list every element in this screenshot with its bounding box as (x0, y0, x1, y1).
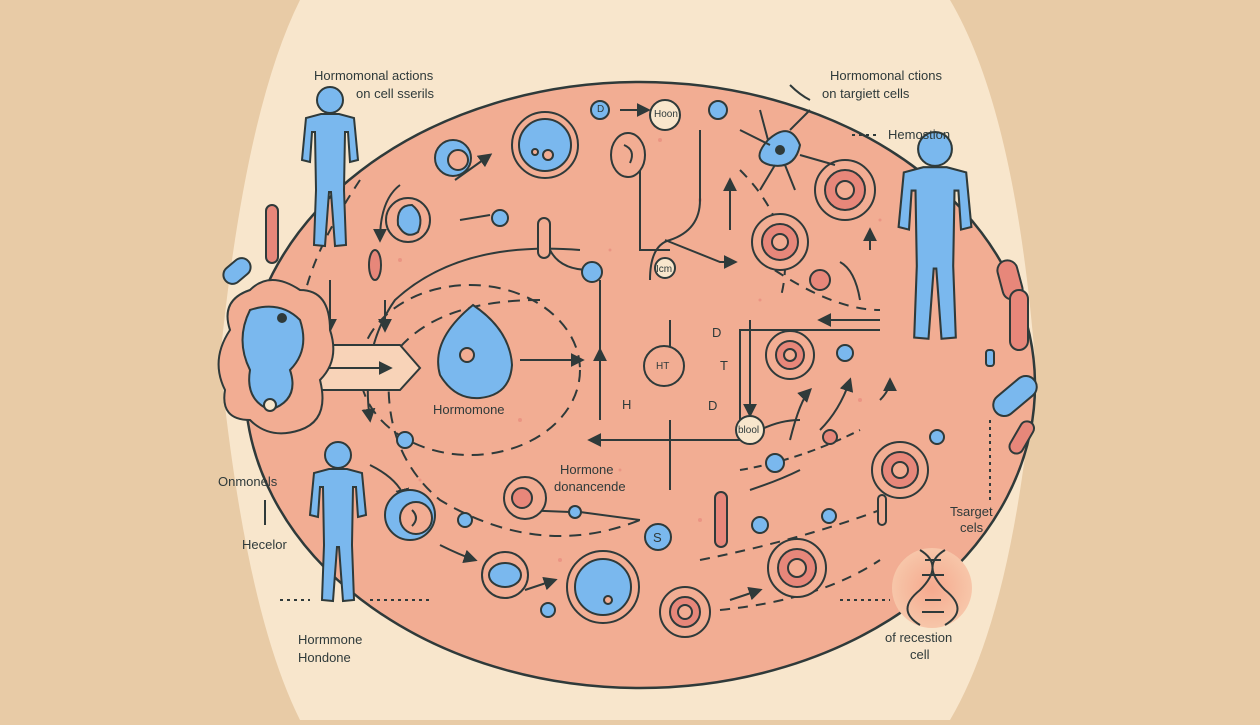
node-h: H (622, 397, 632, 412)
cells (217, 99, 945, 638)
pathway-lines (264, 84, 991, 611)
label-top-left-1: Hormomonal actions (314, 68, 434, 83)
label-hecelor: Hecelor (242, 537, 287, 552)
neuron-cell (739, 109, 836, 191)
pills (985, 259, 1038, 455)
node-d-lower: D (708, 398, 718, 413)
label-target-2: cels (960, 520, 984, 535)
label-receotion-2: cell (910, 647, 930, 662)
dna-icon (892, 548, 972, 628)
label-hemostion: Hemostion (888, 127, 951, 142)
label-receotion-1: of recestion (885, 630, 953, 645)
label-top-left-2: on cell sserils (356, 86, 435, 101)
node-icm: Icm (656, 264, 673, 275)
hormone-cell (437, 303, 514, 400)
node-d-upper: D (712, 325, 722, 340)
node-blool: blool (738, 425, 760, 436)
label-top-right-2: on targiett cells (822, 86, 910, 101)
label-hormone-1: Hormmone (298, 632, 363, 647)
node-t: T (720, 358, 728, 373)
label-top-right-1: Hormomonal ctions (830, 68, 942, 83)
node-d-small: D (597, 104, 605, 115)
label-target-1: Tsarget (950, 504, 993, 519)
label-donancende-2: donancende (554, 479, 626, 494)
node-ht: HT (656, 361, 670, 372)
label-donancende-1: Hormone (560, 462, 614, 477)
label-hormone-2: Hondone (298, 650, 351, 665)
label-hormomone: Hormomone (433, 402, 505, 417)
label-onmonels: Onmonels (218, 474, 278, 489)
node-hoon: Hoon (654, 109, 678, 120)
node-s: S (653, 530, 662, 545)
